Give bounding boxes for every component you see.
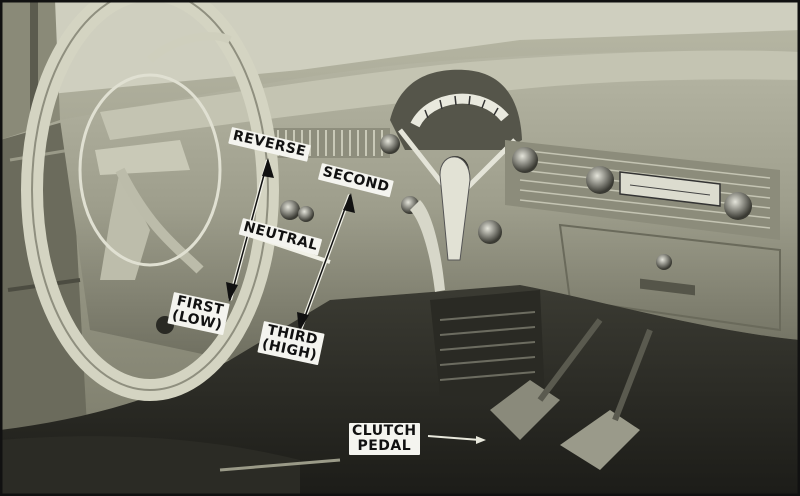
clutch-label-line1: CLUTCH	[352, 423, 417, 439]
clutch-label-line2: PEDAL	[357, 438, 412, 454]
clutch-pedal-label: CLUTCH PEDAL	[349, 423, 420, 455]
